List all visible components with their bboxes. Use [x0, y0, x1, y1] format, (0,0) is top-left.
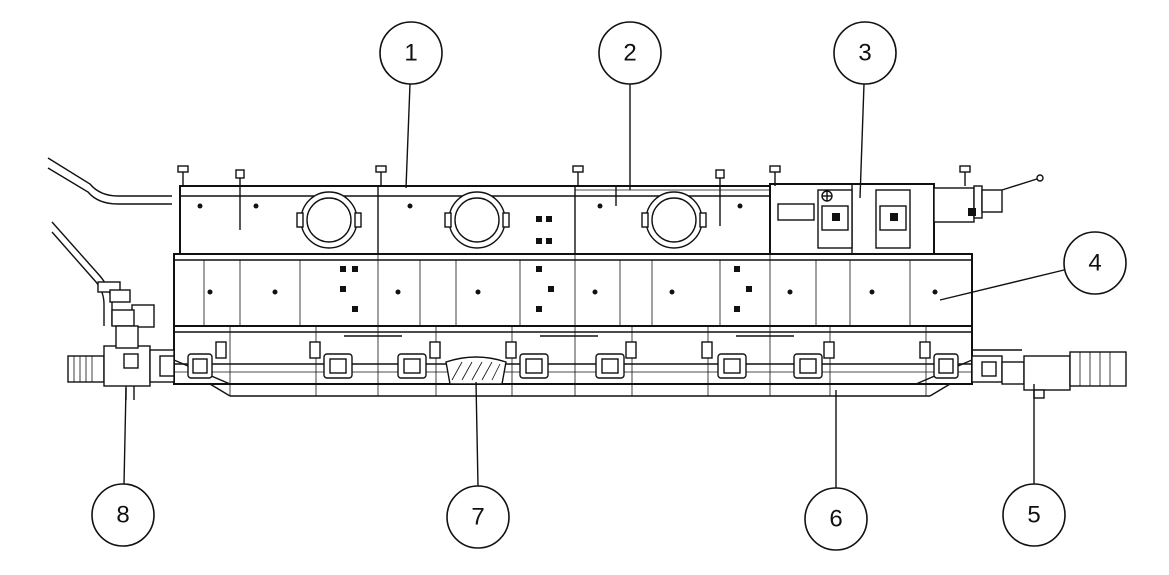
- callout-7: 7: [446, 485, 510, 549]
- svg-text:2: 2: [623, 40, 636, 67]
- callout-8: 8: [91, 483, 155, 547]
- svg-text:7: 7: [471, 504, 484, 531]
- upper-hood: [177, 165, 971, 255]
- right-drive: [971, 349, 1127, 399]
- callout-2: 2: [598, 21, 662, 85]
- lower-trough: [173, 325, 973, 397]
- callout-3: 3: [833, 21, 897, 85]
- svg-text:4: 4: [1088, 250, 1101, 277]
- leader-lines: [123, 83, 1065, 488]
- damper-section: [769, 174, 1044, 255]
- svg-text:3: 3: [858, 40, 871, 67]
- svg-text:6: 6: [829, 506, 842, 533]
- callout-5: 5: [1002, 483, 1066, 547]
- svg-text:8: 8: [116, 502, 129, 529]
- svg-text:5: 5: [1027, 502, 1040, 529]
- middle-body: [173, 253, 973, 327]
- svg-text:1: 1: [404, 40, 417, 67]
- inlet-pipes: [47, 157, 172, 328]
- left-drive: [67, 325, 175, 400]
- callout-1: 1: [379, 21, 443, 85]
- callout-6: 6: [804, 487, 868, 551]
- callout-4: 4: [1063, 231, 1127, 295]
